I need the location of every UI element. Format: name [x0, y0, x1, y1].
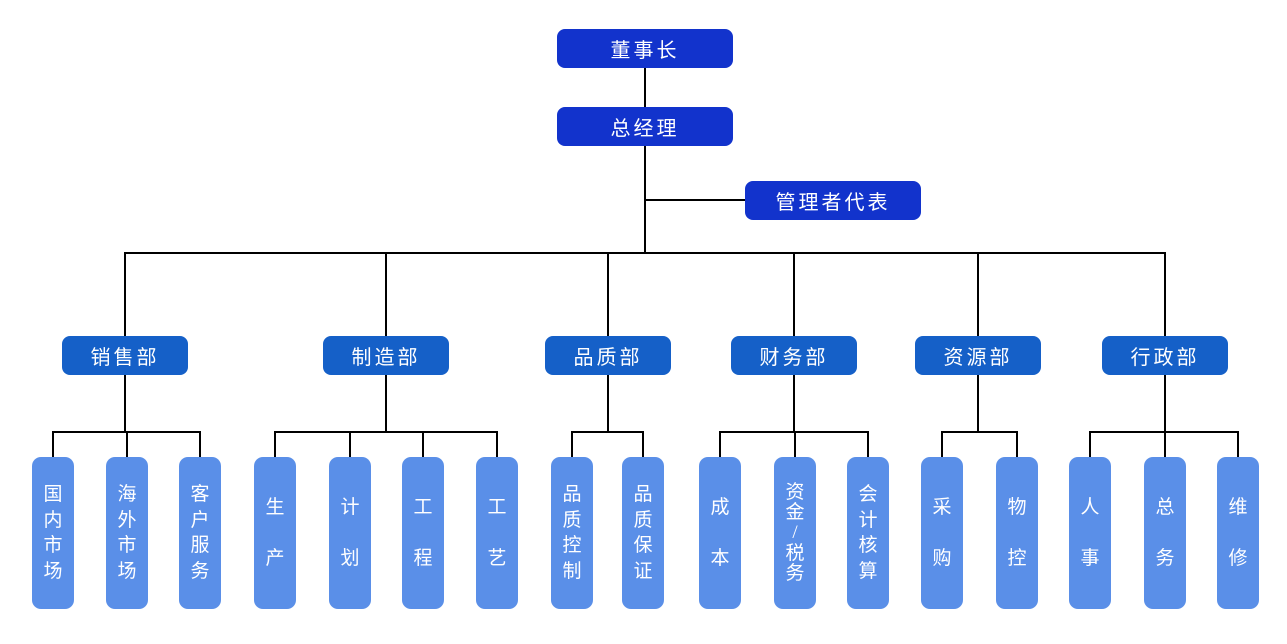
leaf-node-5-1: 总务 — [1144, 457, 1186, 609]
leaf-node-2-1-label: 品质保证 — [633, 484, 653, 582]
leaf-node-2-1: 品质保证 — [622, 457, 664, 609]
leaf-node-0-2-label: 客户服务 — [190, 484, 210, 582]
department-2-leaf-0-stub — [570, 432, 574, 457]
leaf-node-1-2: 工程 — [402, 457, 444, 609]
chairman-node: 董事长 — [557, 29, 733, 68]
general-manager-node-label: 总经理 — [610, 118, 680, 140]
bus-to-department-0-connector — [123, 253, 127, 336]
leaf-node-5-0-label: 人事 — [1080, 497, 1100, 569]
leaf-node-3-2-label: 会计核算 — [858, 484, 878, 582]
leaf-node-5-2: 维修 — [1217, 457, 1259, 609]
department-1-leaf-3-stub — [495, 432, 499, 457]
department-node-2: 品质部 — [545, 336, 671, 375]
leaf-node-3-1: 资金/税务 — [774, 457, 816, 609]
department-3-stem — [792, 375, 796, 432]
department-node-4: 资源部 — [915, 336, 1041, 375]
department-4-leaf-0-stub — [940, 432, 944, 457]
leaf-node-3-0: 成本 — [699, 457, 741, 609]
department-3-leaf-2-stub — [866, 432, 870, 457]
leaf-node-2-0: 品质控制 — [551, 457, 593, 609]
management-rep-node-label: 管理者代表 — [775, 192, 891, 214]
department-3-leaf-1-stub — [793, 432, 797, 457]
leaf-node-5-0: 人事 — [1069, 457, 1111, 609]
department-node-0: 销售部 — [62, 336, 188, 375]
leaf-node-3-1-label: 资金/税务 — [785, 481, 805, 585]
department-0-leaf-0-stub — [51, 432, 55, 457]
leaf-node-0-1: 海外市场 — [106, 457, 148, 609]
department-4-stem — [976, 375, 980, 432]
department-bus-line — [123, 251, 1167, 255]
leaf-node-1-0: 生产 — [254, 457, 296, 609]
leaf-node-0-0-label: 国内市场 — [43, 484, 63, 582]
department-5-stem — [1163, 375, 1167, 432]
leaf-node-1-3: 工艺 — [476, 457, 518, 609]
leaf-node-1-0-label: 生产 — [265, 497, 285, 569]
department-0-leaf-2-stub — [198, 432, 202, 457]
department-4-children-bar — [940, 430, 1019, 434]
leaf-node-1-2-label: 工程 — [413, 497, 433, 569]
department-node-5-label: 行政部 — [1130, 347, 1200, 369]
department-4-leaf-1-stub — [1015, 432, 1019, 457]
leaf-node-0-1-label: 海外市场 — [117, 484, 137, 582]
department-5-leaf-1-stub — [1163, 432, 1167, 457]
bus-to-department-5-connector — [1163, 253, 1167, 336]
department-5-leaf-0-stub — [1088, 432, 1092, 457]
management-rep-connector — [643, 198, 747, 202]
leaf-node-0-0: 国内市场 — [32, 457, 74, 609]
bus-to-department-1-connector — [384, 253, 388, 336]
department-node-1: 制造部 — [323, 336, 449, 375]
leaf-node-2-0-label: 品质控制 — [562, 484, 582, 582]
leaf-node-4-1: 物控 — [996, 457, 1038, 609]
leaf-node-1-3-label: 工艺 — [487, 497, 507, 569]
bus-to-department-2-connector — [606, 253, 610, 336]
department-1-stem — [384, 375, 388, 432]
department-0-stem — [123, 375, 127, 432]
leaf-node-5-1-label: 总务 — [1155, 497, 1175, 569]
department-1-leaf-1-stub — [348, 432, 352, 457]
leaf-node-5-2-label: 维修 — [1228, 497, 1248, 569]
chairman-gm-connector — [643, 68, 647, 107]
department-1-leaf-2-stub — [421, 432, 425, 457]
leaf-node-1-1-label: 计划 — [340, 497, 360, 569]
department-node-2-label: 品质部 — [573, 347, 643, 369]
leaf-node-4-0: 采购 — [921, 457, 963, 609]
leaf-node-0-2: 客户服务 — [179, 457, 221, 609]
bus-to-department-3-connector — [792, 253, 796, 336]
department-5-leaf-2-stub — [1236, 432, 1240, 457]
department-1-children-bar — [273, 430, 499, 434]
leaf-node-4-0-label: 采购 — [932, 497, 952, 569]
department-node-3: 财务部 — [731, 336, 857, 375]
bus-to-department-4-connector — [976, 253, 980, 336]
management-rep-node: 管理者代表 — [745, 181, 921, 220]
department-2-children-bar — [570, 430, 645, 434]
chairman-node-label: 董事长 — [610, 40, 680, 62]
leaf-node-4-1-label: 物控 — [1007, 497, 1027, 569]
leaf-node-3-2: 会计核算 — [847, 457, 889, 609]
department-3-leaf-0-stub — [718, 432, 722, 457]
department-node-5: 行政部 — [1102, 336, 1228, 375]
department-node-1-label: 制造部 — [351, 347, 421, 369]
department-2-leaf-1-stub — [641, 432, 645, 457]
department-node-0-label: 销售部 — [90, 347, 160, 369]
department-2-stem — [606, 375, 610, 432]
department-node-4-label: 资源部 — [943, 347, 1013, 369]
department-1-leaf-0-stub — [273, 432, 277, 457]
leaf-node-1-1: 计划 — [329, 457, 371, 609]
general-manager-node: 总经理 — [557, 107, 733, 146]
leaf-node-3-0-label: 成本 — [710, 497, 730, 569]
department-node-3-label: 财务部 — [759, 347, 829, 369]
department-0-leaf-1-stub — [125, 432, 129, 457]
